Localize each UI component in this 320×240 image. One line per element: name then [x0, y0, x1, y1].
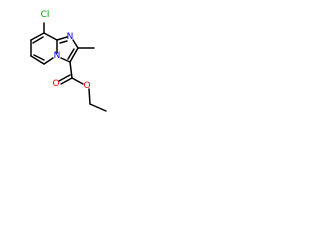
bond-c2-c3-inner — [67, 48, 75, 60]
structure-diagram: Cl N N O O — [0, 0, 152, 152]
bond-c8a-n1-inner — [59, 40, 68, 44]
bond-n1-c2 — [72, 39, 79, 49]
bond-carbonyl-o-single — [71, 77, 84, 85]
bond-c8a-c8 — [43, 32, 58, 41]
bond-c3-n4 — [60, 57, 71, 63]
bond-c8a-n1 — [56, 36, 68, 41]
chlorine-label: Cl — [41, 10, 50, 20]
bond-ethyl-ch2-ch3 — [89, 103, 107, 112]
bond-group — [30, 22, 107, 112]
bond-c2-c3 — [69, 47, 79, 63]
bond-c5-n4 — [43, 57, 54, 65]
ester-oxygen-label: O — [83, 81, 90, 91]
molecule-svg: Cl N N O O — [30, 10, 107, 112]
carbonyl-oxygen-label: O — [52, 79, 59, 89]
bond-c8-c7 — [30, 32, 45, 41]
atom-label-group: Cl N N O O — [41, 10, 91, 91]
bond-o-ethyl-ch2 — [88, 88, 91, 105]
bond-c6-c5 — [30, 55, 45, 65]
bond-c3-carbonyl — [69, 61, 73, 79]
bridge-nitrogen-label: N — [54, 51, 61, 61]
bond-carbonyl-o-double-a — [60, 77, 73, 85]
bond-carbonyl-o-double-b — [58, 74, 71, 82]
bond-c8-c7-inner — [32, 36, 44, 44]
bond-c6-c5-inner — [33, 54, 45, 61]
ring-nitrogen-label: N — [67, 32, 74, 42]
